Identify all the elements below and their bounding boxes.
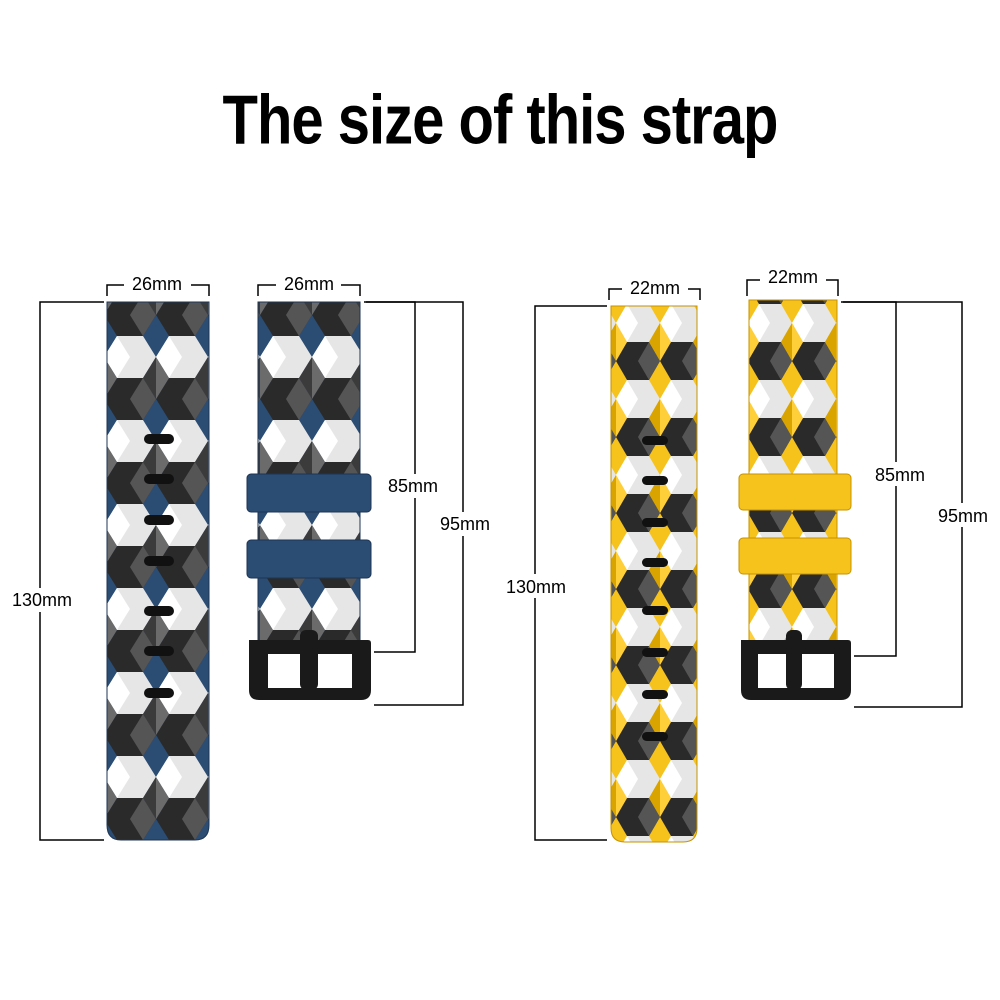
blue-keeper-loop-bottom — [246, 539, 372, 579]
yellow-short-inner-label: 85mm — [875, 465, 925, 485]
blue-long-strap — [106, 301, 210, 841]
blue-short-strap — [246, 301, 372, 700]
yellow-buckle-tongue — [786, 630, 802, 690]
blue-long-strap-holes — [144, 434, 174, 698]
yellow-short-width-label: 22mm — [768, 267, 818, 287]
yellow-short-strap — [738, 299, 852, 700]
yellow-long-length-label: 130mm — [506, 577, 566, 597]
yellow-long-width-label: 22mm — [630, 278, 680, 298]
yellow-long-strap — [610, 305, 698, 843]
blue-long-width-label: 26mm — [132, 274, 182, 294]
blue-short-width-label: 26mm — [284, 274, 334, 294]
page-title: The size of this strap — [222, 81, 779, 160]
blue-short-inner-label: 85mm — [388, 476, 438, 496]
blue-buckle-tongue — [300, 630, 318, 690]
yellow-long-strap-holes — [642, 436, 668, 741]
blue-short-outer-label: 95mm — [440, 514, 490, 534]
blue-long-length-label: 130mm — [12, 590, 72, 610]
yellow-short-outer-label: 95mm — [938, 506, 988, 526]
blue-keeper-loop-top — [246, 473, 372, 513]
yellow-keeper-loop-top — [738, 473, 852, 511]
yellow-keeper-loop-bottom — [738, 537, 852, 575]
